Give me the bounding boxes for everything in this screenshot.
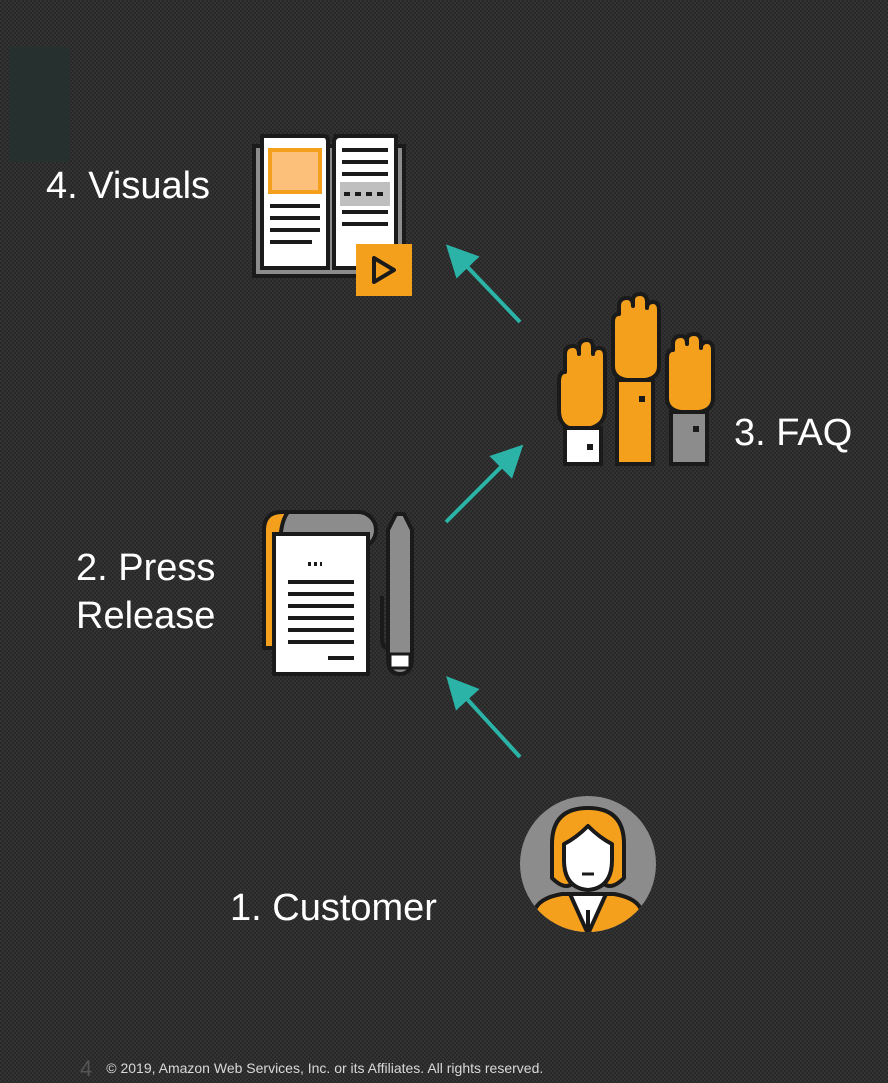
press-release-icon	[262, 510, 414, 676]
step-label-customer: 1. Customer	[230, 887, 437, 929]
arrow-customer-to-press-release	[446, 676, 522, 759]
copyright-notice: © 2019, Amazon Web Services, Inc. or its…	[106, 1060, 544, 1076]
arrow-press-release-to-faq	[444, 444, 524, 524]
raised-hands-icon	[557, 292, 715, 466]
step-label-press-release-line2: Release	[76, 595, 216, 637]
footer: 4 © 2019, Amazon Web Services, Inc. or it…	[80, 1056, 543, 1082]
customer-icon	[520, 796, 656, 932]
page-number: 4	[80, 1056, 93, 1081]
step-label-faq: 3. FAQ	[734, 412, 853, 454]
step-label-press-release: 2. Press Release	[76, 544, 215, 640]
arrow-faq-to-visuals	[445, 244, 522, 324]
step-label-visuals: 4. Visuals	[46, 165, 211, 207]
corner-block	[9, 47, 69, 162]
book-video-icon	[252, 134, 412, 296]
step-label-press-release-line1: 2. Press	[76, 547, 216, 589]
